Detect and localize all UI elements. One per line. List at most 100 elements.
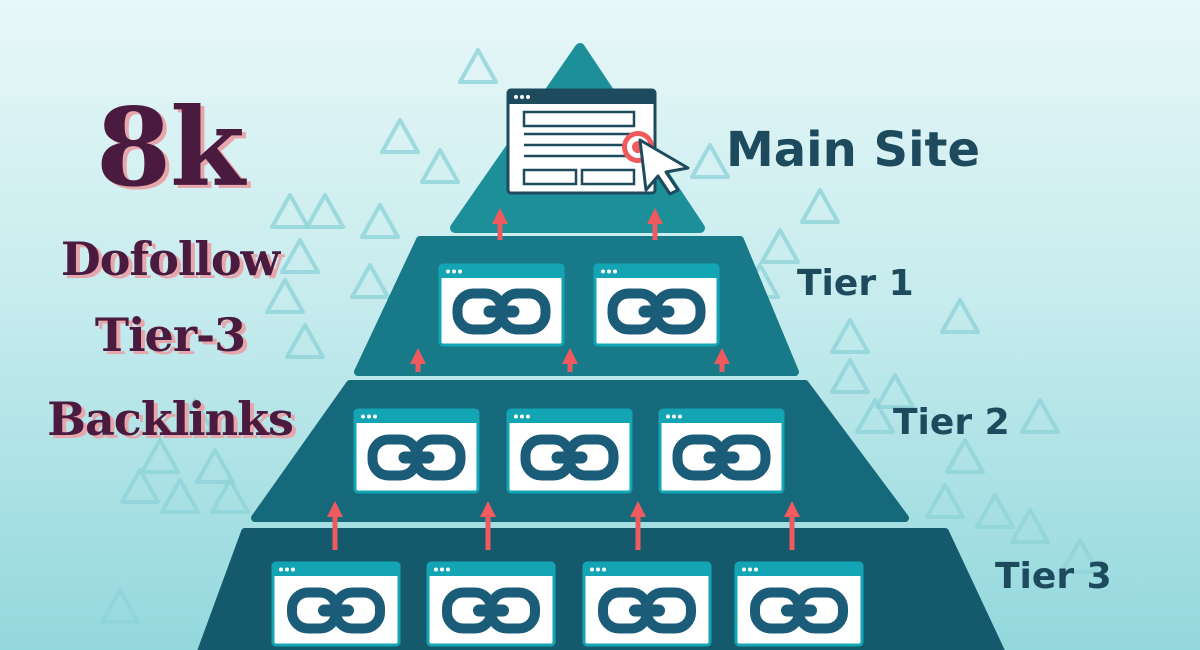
- chain-bar: [473, 604, 509, 617]
- window-dot: [285, 567, 289, 572]
- content-block: [522, 110, 636, 128]
- chain-link-icon: [442, 587, 540, 634]
- window-dot: [613, 269, 617, 274]
- window-dot: [596, 567, 600, 572]
- window-dot: [742, 567, 746, 572]
- window-dot: [514, 95, 518, 99]
- window-titlebar: [355, 410, 478, 423]
- triangle-icon: [140, 438, 180, 474]
- chain-bar: [318, 604, 354, 617]
- window-dot: [279, 567, 283, 572]
- arrow-up-icon: [630, 501, 646, 550]
- triangle-icon: [690, 143, 730, 179]
- window-dot: [514, 414, 518, 419]
- headline-line-3: Backlinks: [47, 392, 294, 446]
- main-site-window: [506, 88, 657, 195]
- triangle-icon: [420, 148, 460, 184]
- window-titlebar: [508, 410, 631, 423]
- site-window: [734, 561, 864, 647]
- background-triangles: [100, 48, 1100, 624]
- arrow-head: [562, 348, 578, 364]
- chain-link-icon: [520, 434, 619, 481]
- arrow-head: [480, 501, 496, 517]
- content-block: [522, 168, 578, 186]
- arrow-up-icon: [492, 208, 508, 240]
- site-window: [438, 263, 565, 347]
- triangle-icon: [940, 298, 980, 334]
- arrow-up-icon: [410, 348, 426, 372]
- chain-bar: [551, 451, 588, 464]
- arrow-up-icon: [784, 501, 800, 550]
- triangle-icon: [875, 373, 915, 409]
- arrow-head: [647, 208, 663, 224]
- triangle-icon: [1010, 508, 1050, 544]
- headline-line-1: Dofollow: [60, 232, 280, 286]
- window-dot: [526, 414, 530, 419]
- window-dot: [367, 414, 371, 419]
- window-dot: [440, 567, 444, 572]
- triangle-icon: [265, 278, 305, 314]
- triangle-icon: [925, 483, 965, 519]
- window-dot: [526, 95, 530, 99]
- window-titlebar: [736, 563, 862, 576]
- window-dot: [666, 414, 670, 419]
- arrow-head: [410, 348, 426, 364]
- window-titlebar: [508, 90, 655, 104]
- window-titlebar: [273, 563, 399, 576]
- chain-link-icon: [750, 587, 848, 634]
- triangle-icon: [350, 263, 390, 299]
- window-dot: [452, 269, 456, 274]
- window-dot: [458, 269, 462, 274]
- chain-bar: [781, 604, 817, 617]
- triangle-icon: [380, 118, 420, 154]
- triangle-icon: [270, 193, 310, 229]
- triangle-icon: [830, 318, 870, 354]
- arrow-head: [630, 501, 646, 517]
- window-dot: [678, 414, 682, 419]
- triangle-icon: [175, 398, 215, 434]
- window-dot: [446, 567, 450, 572]
- triangle-icon: [760, 228, 800, 264]
- arrow-head: [492, 208, 508, 224]
- chain-bar: [703, 451, 740, 464]
- tier-2-label: Tier 2: [893, 402, 1010, 443]
- chain-bar: [629, 604, 665, 617]
- arrow-head: [714, 348, 730, 364]
- window-dot: [291, 567, 295, 572]
- arrow-head: [784, 501, 800, 517]
- window-titlebar: [660, 410, 783, 423]
- site-window: [426, 561, 556, 647]
- arrow-head: [327, 501, 343, 517]
- chain-link-icon: [607, 288, 706, 335]
- window-dot: [672, 414, 676, 419]
- triangle-icon: [195, 448, 235, 484]
- content-block: [580, 168, 636, 186]
- window-dot: [607, 269, 611, 274]
- triangle-icon: [305, 193, 345, 229]
- window-dot: [520, 414, 524, 419]
- window-titlebar: [584, 563, 710, 576]
- tier-3-label: Tier 3: [995, 556, 1112, 597]
- chain-link-icon: [672, 434, 771, 481]
- triangle-icon: [830, 358, 870, 394]
- pyramid-tier-1: [354, 236, 799, 376]
- arrow-up-icon: [480, 501, 496, 550]
- tier-1-label: Tier 1: [797, 263, 914, 304]
- triangle-icon: [800, 188, 840, 224]
- arrow-up-icon: [562, 348, 578, 372]
- triangle-icon: [945, 438, 985, 474]
- triangle-icon: [285, 323, 325, 359]
- window-titlebar: [440, 265, 563, 278]
- triangle-icon: [120, 468, 160, 504]
- triangle-icon: [280, 238, 320, 274]
- site-window: [658, 408, 785, 494]
- triangle-icon: [458, 48, 498, 84]
- chain-link-icon: [287, 587, 385, 634]
- main-site-label: Main Site: [726, 122, 981, 178]
- cursor-icon: [638, 138, 690, 196]
- chain-bar: [483, 305, 520, 318]
- triangle-icon: [210, 478, 250, 514]
- headline-count: 8k: [96, 85, 245, 211]
- window-dot: [373, 414, 377, 419]
